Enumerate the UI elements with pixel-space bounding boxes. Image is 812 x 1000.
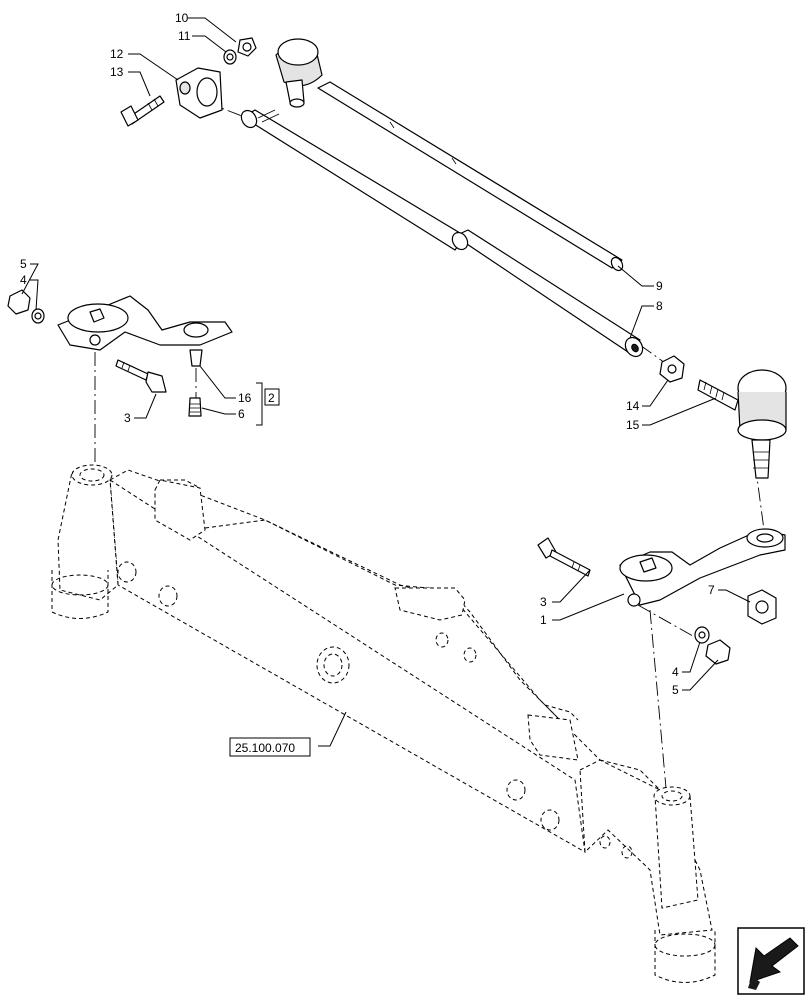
callout-2-box bbox=[264, 388, 280, 406]
steering-arm-right bbox=[537, 528, 786, 665]
callout-10: 10 bbox=[175, 11, 189, 25]
callout-4-right: 4 bbox=[672, 665, 679, 679]
callout-9: 9 bbox=[656, 279, 663, 293]
axle-reference-box bbox=[229, 737, 311, 757]
callout-14: 14 bbox=[626, 399, 640, 413]
clamp-assembly-top bbox=[120, 37, 257, 127]
callout-13: 13 bbox=[110, 65, 124, 79]
callout-12: 12 bbox=[110, 47, 124, 61]
callout-11: 11 bbox=[178, 29, 191, 43]
tie-rod-end-long bbox=[275, 38, 624, 272]
callout-3-right: 3 bbox=[540, 595, 547, 609]
arrow-bottom-left-icon[interactable] bbox=[737, 927, 805, 995]
callout-4-left: 4 bbox=[20, 273, 27, 287]
center-lines bbox=[94, 92, 765, 789]
callout-3-left: 3 bbox=[124, 411, 131, 425]
steering-arm-left bbox=[7, 289, 233, 417]
callout-8: 8 bbox=[656, 299, 663, 313]
callout-16: 16 bbox=[238, 391, 252, 405]
callout-15: 15 bbox=[626, 418, 640, 432]
callout-7: 7 bbox=[708, 583, 715, 597]
callout-2: 2 bbox=[268, 391, 275, 405]
leader-lines bbox=[21, 17, 751, 747]
callout-5-right: 5 bbox=[672, 683, 679, 697]
callout-6: 6 bbox=[238, 407, 245, 421]
front-axle-phantom bbox=[51, 464, 716, 983]
tie-rod-end-right bbox=[659, 355, 787, 479]
callout-1: 1 bbox=[540, 613, 547, 627]
callout-labels: 10 11 12 13 5 4 3 16 6 2 9 8 14 15 3 1 7… bbox=[20, 11, 715, 757]
callout-5-left: 5 bbox=[20, 257, 27, 271]
axle-reference: 25.100.070 bbox=[235, 741, 295, 755]
tie-rod-tube bbox=[240, 109, 644, 358]
